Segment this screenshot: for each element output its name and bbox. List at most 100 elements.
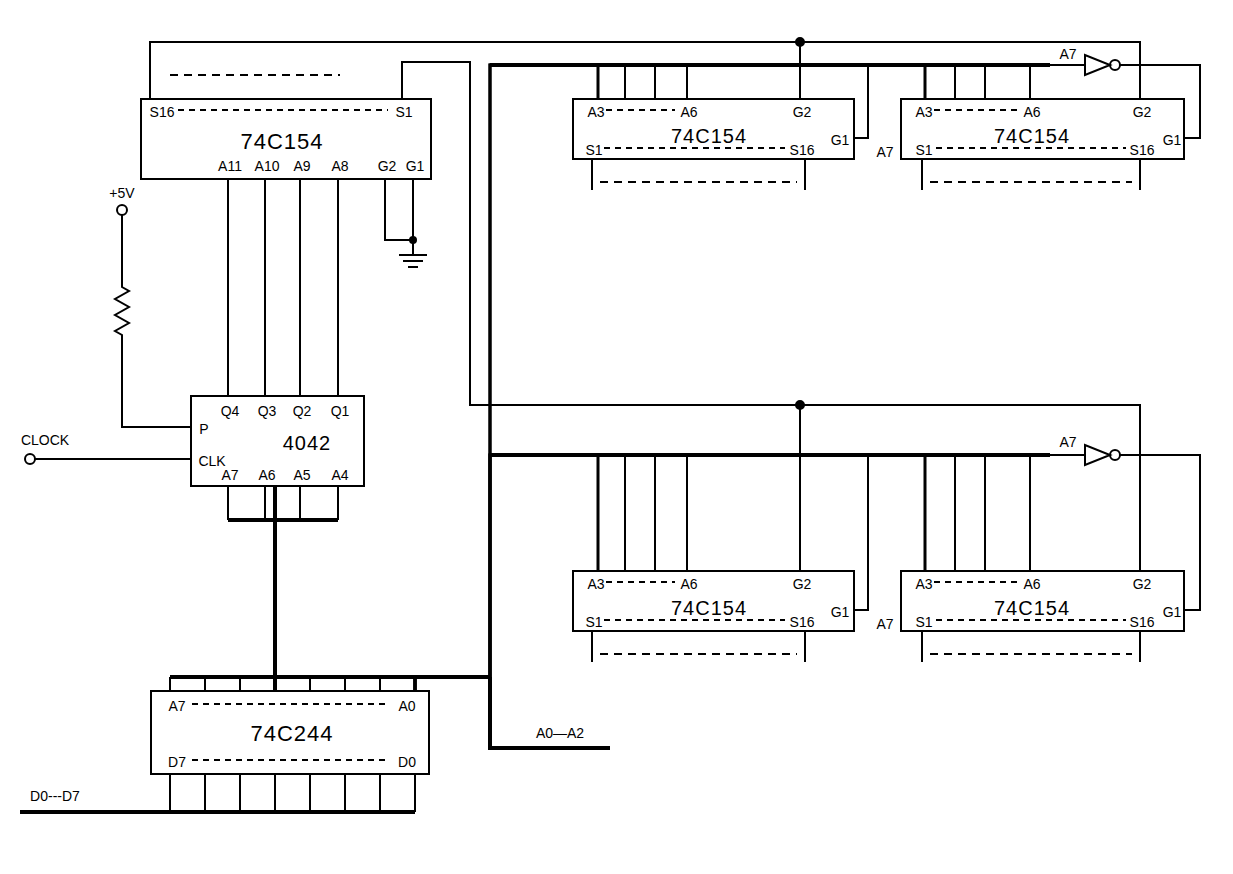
pin-name: G2 <box>1133 577 1152 591</box>
wire <box>402 62 800 570</box>
pin-name: S16 <box>1130 615 1155 629</box>
chip-box: A7A074C244D7D0 <box>150 690 430 775</box>
pin-range-dash <box>934 109 1018 111</box>
enable-wire <box>855 65 868 138</box>
wire <box>150 42 800 98</box>
pin-name: A9 <box>293 159 310 173</box>
chip-box: A3A6G274C154G1S1S16 <box>900 98 1185 160</box>
inverter-bubble <box>1110 450 1120 460</box>
terminal <box>25 454 35 464</box>
bus-pins <box>170 677 415 690</box>
pin-name: Q4 <box>221 404 240 418</box>
pin-name: A6 <box>1023 105 1040 119</box>
bus-line <box>415 455 925 690</box>
inverter-bubble <box>1110 60 1120 70</box>
enable-wire <box>1120 65 1200 138</box>
chip-name: 74C154 <box>994 126 1070 146</box>
pin-name: A7 <box>221 468 238 482</box>
signal-label: A7 <box>1057 435 1078 449</box>
bus-line <box>415 455 598 690</box>
pin-name: A0 <box>398 699 415 713</box>
pin-name: S1 <box>915 615 932 629</box>
enable-wire <box>1050 64 1085 66</box>
pin-name: A6 <box>258 468 275 482</box>
signal-label: +5V <box>107 186 136 200</box>
pin-name: A3 <box>587 105 604 119</box>
pin-name: A11 <box>218 159 242 173</box>
pin-range-dash <box>604 619 785 621</box>
pin-name: A7 <box>168 699 185 713</box>
output-lines <box>600 181 797 183</box>
signal-label: A0—A2 <box>534 726 586 740</box>
signal-label: A7 <box>874 145 895 159</box>
chip-name: 74C154 <box>994 598 1070 618</box>
pin-name: S1 <box>915 143 932 157</box>
counter-wires <box>265 180 338 395</box>
bus-line <box>415 65 925 690</box>
bus-line <box>20 810 415 814</box>
pin-name: A6 <box>680 105 697 119</box>
pin-name: S1 <box>395 105 412 119</box>
bus-pins <box>170 775 415 812</box>
pin-name: G1 <box>831 133 850 147</box>
chip-box: S16 S1 74C154A11 A10 A9 A8 G2 G1 <box>140 98 432 180</box>
pin-name: G1 <box>831 605 850 619</box>
pin-name: A3 <box>587 577 604 591</box>
pin-name: A10 <box>255 159 280 173</box>
address-pins <box>598 455 1030 570</box>
wire <box>150 42 1140 98</box>
pin-name: A4 <box>331 468 348 482</box>
chip-name: 74C154 <box>240 131 323 153</box>
signal-label: A7 <box>1057 47 1078 61</box>
ground-symbol <box>399 255 427 267</box>
junction-dot <box>410 237 416 243</box>
pin-name: G1 <box>406 159 425 173</box>
terminal <box>117 205 127 215</box>
pin-name: A6 <box>680 577 697 591</box>
pin-range-dash <box>606 109 675 111</box>
pin-name: G2 <box>793 105 812 119</box>
pin-name: G2 <box>378 159 397 173</box>
pin-name: Q3 <box>258 404 277 418</box>
pin-range-dash <box>936 619 1126 621</box>
pin-range-dash <box>192 759 388 761</box>
pin-name: Q2 <box>293 404 312 418</box>
wire <box>402 62 1140 570</box>
bus-line <box>273 487 277 690</box>
signal-label: A7 <box>874 617 895 631</box>
pin-name: P <box>199 422 208 436</box>
wire <box>227 180 229 395</box>
pin-name: S16 <box>790 143 815 157</box>
pin-name: Q1 <box>331 404 350 418</box>
chip-box: A3A6G274C154G1S1S16 <box>900 570 1185 632</box>
enable-wire <box>855 455 868 610</box>
enable-wire <box>1120 455 1200 610</box>
bus-line <box>490 677 610 748</box>
enable-wire <box>1050 454 1085 456</box>
pin-name: A5 <box>293 468 310 482</box>
pin-name: S16 <box>1130 143 1155 157</box>
pin-range-dash <box>934 581 1018 583</box>
chip-name: 74C154 <box>671 126 747 146</box>
inverter-symbol <box>1085 445 1110 465</box>
bus-line <box>415 65 598 690</box>
chip-name: 74C244 <box>250 723 333 745</box>
pin-name: S16 <box>150 105 175 119</box>
output-lines <box>600 653 797 655</box>
pin-name: A3 <box>915 105 932 119</box>
chip-box: Q4Q3Q2Q1PCLK4042A7A6A5A4 <box>190 395 365 487</box>
ground-wire <box>385 180 413 255</box>
pin-range-dash <box>192 703 388 705</box>
pin-name: D7 <box>168 755 186 769</box>
pin-name: S1 <box>585 143 602 157</box>
input-pins <box>228 487 338 520</box>
output-pins <box>592 632 1140 662</box>
clock-wire <box>35 458 190 460</box>
output-pins <box>592 160 1140 190</box>
pin-range-dash <box>178 109 388 111</box>
output-lines <box>930 181 1132 183</box>
chip-box: A3 A6 G2 74C154 G1S1 S16 <box>572 98 855 160</box>
pin-name: A8 <box>331 159 348 173</box>
pin-range-dash <box>936 147 1126 149</box>
chip-name: 74C154 <box>671 598 747 618</box>
